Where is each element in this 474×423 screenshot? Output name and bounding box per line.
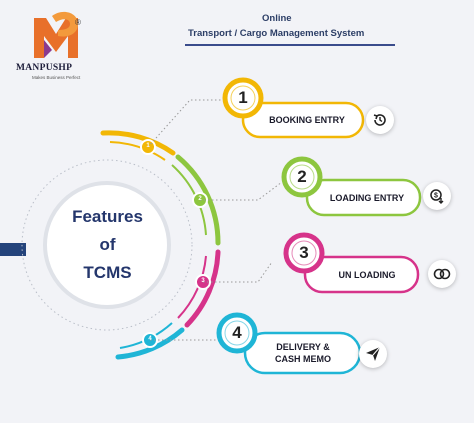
feature-card-1 — [222, 77, 365, 139]
exchange-icon — [428, 260, 456, 288]
history-icon — [366, 106, 394, 134]
inner-arc-yellow — [109, 141, 166, 161]
arc-marker-3-label: 3 — [201, 278, 205, 284]
header-line-2: Transport / Cargo Management System — [188, 28, 365, 39]
feature-2-number: 2 — [297, 167, 307, 186]
money-download-icon: $ — [423, 182, 451, 210]
feature-card-2 — [281, 156, 422, 217]
feature-4-label-line-2: CASH MEMO — [275, 354, 331, 364]
logo-tagline: Makes Business Perfect — [32, 75, 81, 80]
center-disc — [43, 181, 171, 309]
center-line-3: TCMS — [83, 263, 132, 282]
header-underline — [185, 44, 395, 46]
feature-1-label: BOOKING ENTRY — [269, 115, 345, 125]
connector-2 — [200, 181, 283, 201]
center-line-2: of — [99, 235, 116, 254]
feature-card-3 — [283, 232, 420, 294]
arc-cyan — [115, 327, 185, 360]
arc-yellow — [100, 130, 176, 156]
registered-mark: ® — [75, 18, 81, 27]
arc-marker-2-label: 2 — [198, 196, 202, 202]
feature-3-number: 3 — [299, 243, 309, 262]
feature-4-label: DELIVERY & CASH MEMO — [258, 341, 348, 365]
header-line-1: Online — [262, 13, 292, 24]
center-line-1: Features — [72, 207, 143, 226]
feature-card-4 — [216, 312, 362, 375]
arc-marker-4-label: 4 — [148, 336, 152, 342]
company-logo: ® MANPUSHP Makes Business Perfect — [10, 8, 106, 80]
feature-4-number: 4 — [232, 323, 242, 342]
feature-1-number: 1 — [238, 88, 248, 107]
feature-2-label: LOADING ENTRY — [329, 193, 405, 203]
connector-1 — [147, 99, 222, 148]
logo-name: MANPUSHP — [16, 63, 73, 73]
inner-arc-magenta — [177, 255, 207, 319]
arc-green — [175, 154, 221, 246]
dotted-ring — [21, 159, 193, 331]
left-accent-bar — [0, 243, 26, 256]
svg-text:$: $ — [434, 193, 438, 200]
center-title: Features of TCMS — [55, 203, 160, 287]
arc-magenta — [184, 249, 221, 328]
send-icon — [359, 340, 387, 368]
arc-marker-1-label: 1 — [146, 143, 150, 149]
feature-4-label-line-1: DELIVERY & — [276, 342, 330, 352]
feature-3-label: UN LOADING — [338, 270, 396, 280]
connector-4 — [150, 332, 228, 341]
